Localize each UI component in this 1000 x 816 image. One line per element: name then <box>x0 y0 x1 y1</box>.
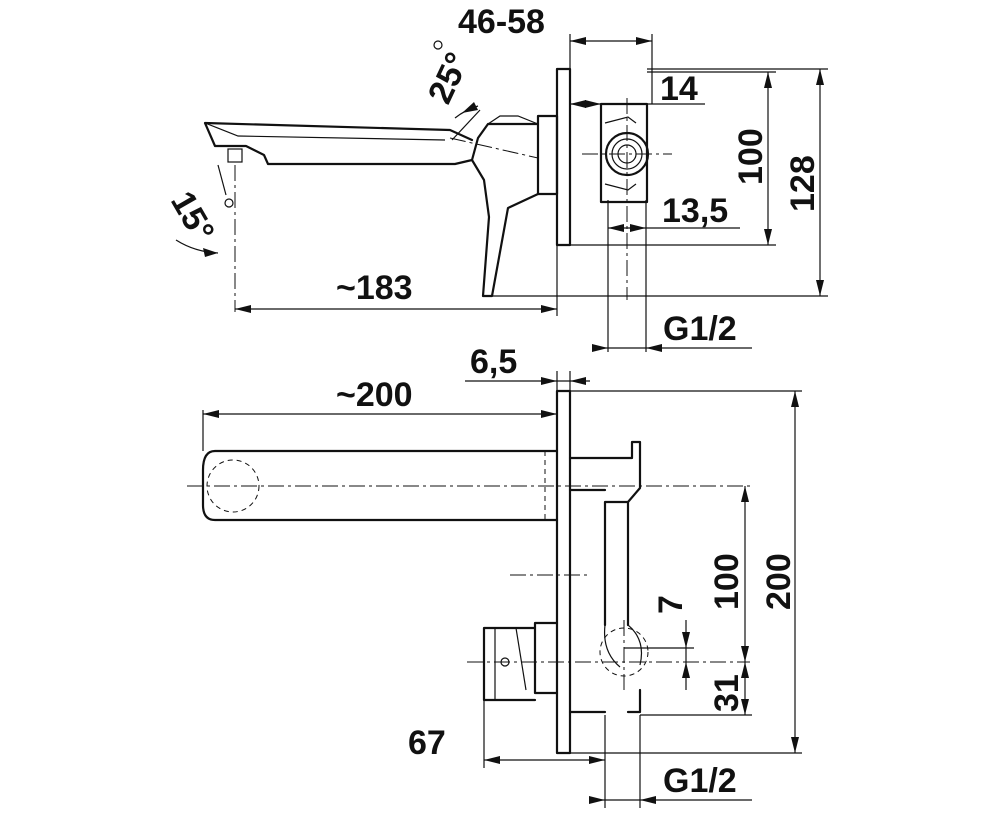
dim-plate-height: 128 <box>784 155 822 212</box>
dim-bottom-offset: 31 <box>708 674 746 712</box>
dim-axis-distance: 100 <box>708 553 746 610</box>
dim-inlet-offset: 7 <box>652 595 690 614</box>
dim-plate-thickness: 6,5 <box>470 343 517 381</box>
dim-thread-top: G1/2 <box>663 310 737 348</box>
dim-front-spout-length: ~200 <box>336 376 413 414</box>
dim-handle-length: 67 <box>408 724 446 762</box>
dim-body-offset: 14 <box>660 70 698 108</box>
dim-pipe-offset: 13,5 <box>662 192 728 230</box>
front-concealed-box <box>568 440 642 627</box>
front-handle <box>482 621 559 702</box>
side-view: 46-58 25° 15° 14 100 128 13,5 <box>163 3 828 352</box>
dim-box-height: 100 <box>732 128 770 185</box>
front-spout <box>201 449 559 522</box>
dim-thread-front: G1/2 <box>663 762 737 800</box>
lever <box>470 122 540 298</box>
dim-angle-spout: 25° <box>421 47 477 110</box>
concealed-box <box>599 102 649 204</box>
dim-front-plate-height: 200 <box>760 553 798 610</box>
dim-depth-range: 46-58 <box>458 3 545 41</box>
dim-spout-length: ~183 <box>336 269 413 307</box>
front-wall-plate <box>555 389 572 755</box>
aerator <box>227 148 243 163</box>
dim-angle-lever: 15° <box>163 185 222 249</box>
front-view: 6,5 ~200 100 200 7 31 <box>187 343 802 808</box>
body-cylinder <box>536 114 559 196</box>
spout <box>203 121 474 166</box>
wall-plate <box>555 67 572 247</box>
